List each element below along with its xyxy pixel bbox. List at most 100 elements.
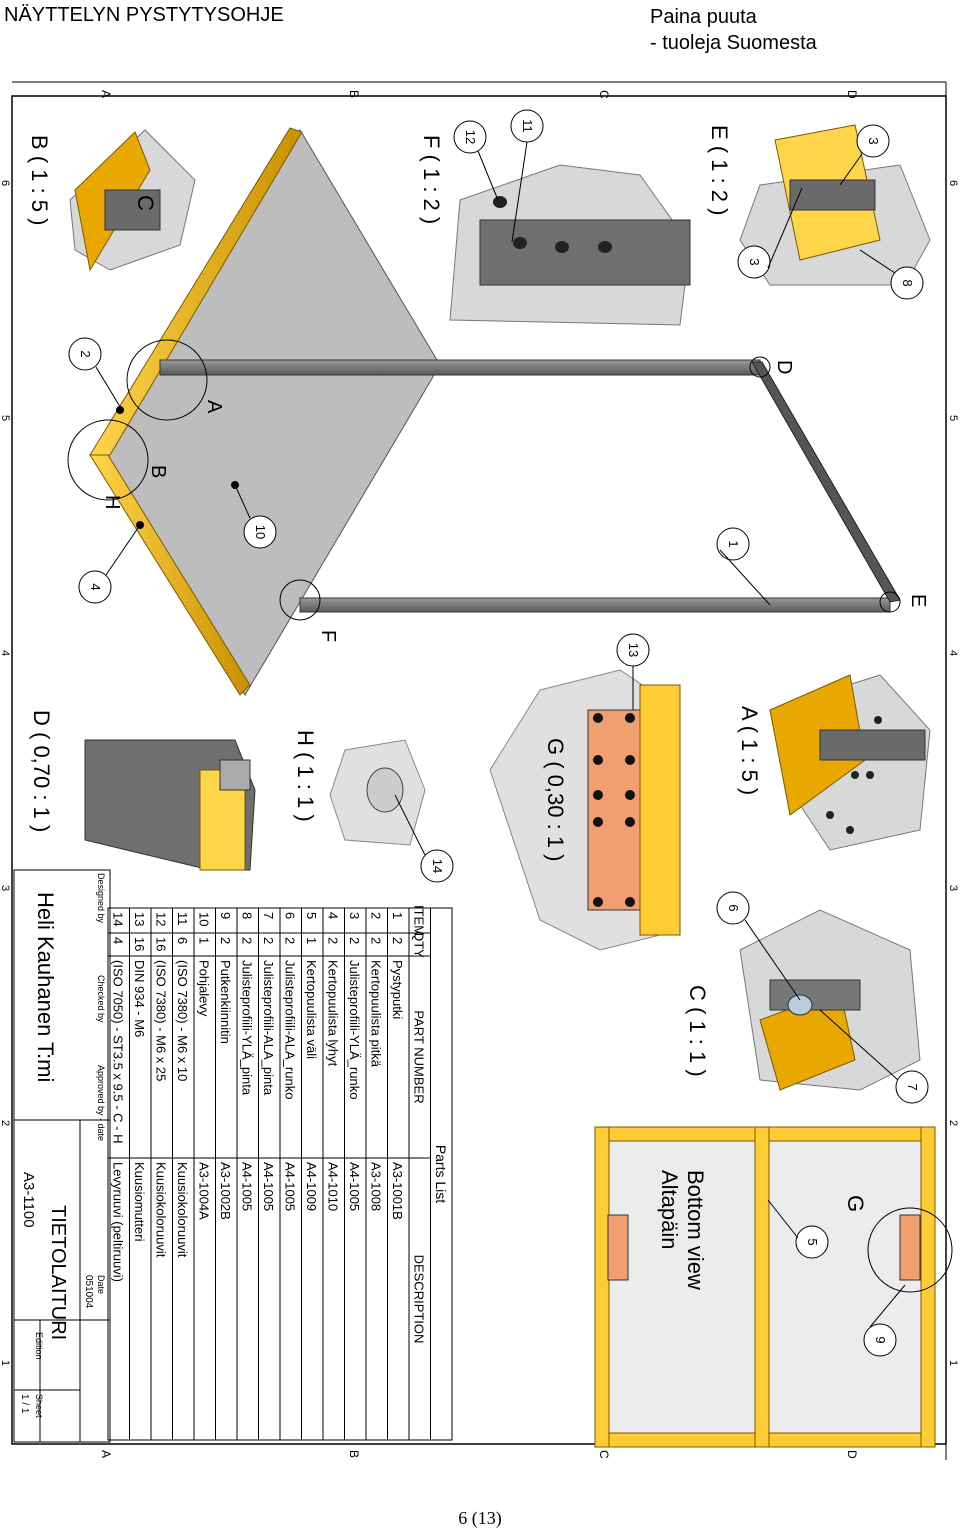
detail-circle-a (126, 339, 208, 421)
view-label-f: F ( 1 : 2 ) (419, 135, 444, 224)
balloons (68, 109, 929, 1357)
header-part-number: PART NUMBER (412, 1010, 427, 1103)
zone-number-3-right: 3 (947, 885, 959, 891)
parts-row-8-description: A4-1005 (240, 1162, 255, 1211)
parts-row-11-qty: 6 (175, 937, 190, 944)
zone-letter-b-bottom: B (347, 1450, 361, 1458)
zone-number-4-left: 4 (0, 650, 11, 656)
designed-by-label: Designed by (96, 873, 106, 924)
parts-row-5-description: A4-1009 (304, 1162, 319, 1211)
parts-row-8-item: 8 (240, 912, 255, 919)
parts-row-14-description: Levyruuvi (peltiruuvi) (111, 1162, 126, 1282)
detail-circle-b (67, 419, 149, 501)
parts-row-10-qty: 1 (197, 937, 212, 944)
marker-d: D (773, 360, 795, 374)
sheet-value: 1 / 1 (19, 1394, 30, 1414)
parts-row-14-part-number: (ISO 7050) - ST3.5 x 9.5 - C - H (111, 960, 126, 1144)
zone-letter-a-top: A (99, 90, 113, 98)
detail-circle-d (749, 356, 771, 378)
zone-letter-b-top: B (347, 90, 361, 98)
balloon-1: 1 (726, 540, 741, 547)
parts-row-12-part-number: (ISO 7380) - M6 x 25 (154, 960, 169, 1081)
parts-row-2-part-number: Kertopuulista pitkä (369, 960, 384, 1068)
parts-row-1-part-number: Pystyputki (390, 960, 405, 1019)
parts-row-13-qty: 16 (132, 937, 147, 951)
parts-row-6-part-number: Julisteprofiili-ALA_runko (283, 960, 298, 1099)
balloon-7: 7 (905, 1083, 920, 1090)
bottom-view-label-fi: Altapäin (657, 1170, 682, 1250)
parts-row-14-item: 14 (111, 912, 126, 926)
parts-row-7-qty: 2 (261, 937, 276, 944)
marker-f: F (317, 630, 339, 642)
parts-row-4-description: A4-1010 (326, 1162, 341, 1211)
zone-number-1-left: 1 (0, 1360, 11, 1366)
view-label-b: B ( 1 : 5 ) (27, 135, 52, 225)
detail-c-view (739, 909, 921, 1091)
parts-row-10-part-number: Pohjalevy (197, 960, 212, 1017)
parts-row-1-item: 1 (390, 912, 405, 919)
detail-a-view (769, 674, 931, 851)
zone-number-5-right: 5 (947, 415, 959, 421)
parts-row-9-part-number: Putkenkiinnitin (218, 960, 233, 1044)
marker-g: G (843, 1195, 868, 1212)
date-value: 051004 (83, 1275, 94, 1309)
zone-number-5-left: 5 (0, 415, 11, 421)
marker-a: A (203, 400, 225, 414)
parts-list-title: Parts List (433, 1145, 449, 1203)
view-label-h: H ( 1 : 1 ) (293, 730, 318, 822)
zone-number-6-left: 6 (0, 180, 11, 186)
marker-c: C (133, 195, 158, 211)
parts-row-11-description: Kuusiokoloruuvit (175, 1162, 190, 1258)
parts-row-13-part-number: DIN 934 - M6 (132, 960, 147, 1037)
balloon-9: 9 (873, 1336, 888, 1343)
marker-b: B (147, 465, 169, 478)
parts-row-4-qty: 2 (326, 937, 341, 944)
bottom-view-label-en: Bottom view (683, 1170, 708, 1290)
main-assembly-view (89, 127, 901, 696)
leader-lines (95, 141, 906, 1328)
poster-profile-top (751, 361, 901, 603)
parts-row-11-part-number: (ISO 7380) - M6 x 10 (175, 960, 190, 1081)
parts-row-7-description: A4-1005 (261, 1162, 276, 1211)
parts-row-6-item: 6 (283, 912, 298, 919)
balloon-14: 14 (430, 859, 445, 873)
parts-row-1-description: A3-1001B (390, 1162, 405, 1220)
approved-by-label: Approved by - date (96, 1065, 106, 1141)
drawing-number: A3-1100 (20, 1172, 37, 1228)
parts-row-1-qty: 2 (390, 937, 405, 944)
balloon-8: 8 (900, 279, 915, 286)
zone-number-4-right: 4 (947, 650, 959, 656)
parts-row-13-description: Kuusiomutteri (132, 1162, 147, 1242)
header-description: DESCRIPTION (412, 1255, 427, 1344)
drawing-title: TIETOLAITURI (47, 1205, 69, 1340)
marker-h: H (101, 495, 123, 509)
detail-f-view (449, 164, 691, 326)
header-item: ITEM (412, 905, 427, 936)
vertical-tube-upper (159, 359, 761, 376)
detail-e-view (739, 124, 931, 286)
zone-number-6-right: 6 (947, 180, 959, 186)
balloon-3a: 3 (866, 137, 881, 144)
detail-h-view (329, 739, 426, 846)
parts-row-8-qty: 2 (240, 937, 255, 944)
balloon-11: 11 (520, 119, 535, 133)
assembly-drawing: A B C D A B C D 6 5 4 3 2 1 6 5 4 3 2 1 … (0, 81, 959, 1460)
balloon-6: 6 (726, 904, 741, 911)
parts-row-14-qty: 4 (111, 937, 126, 944)
parts-row-9-description: A3-1002B (218, 1162, 233, 1220)
parts-row-9-qty: 2 (218, 937, 233, 944)
company-name: Paina puuta (650, 6, 757, 28)
wood-strip-short (89, 454, 251, 696)
detail-d-view (84, 739, 256, 871)
zone-number-1-right: 1 (947, 1360, 959, 1366)
company-slogan: - tuoleja Suomesta (650, 32, 817, 54)
zone-letter-d-top: D (845, 90, 859, 99)
marker-e: E (907, 594, 929, 607)
parts-row-7-item: 7 (261, 912, 276, 919)
zone-letter-d-bottom: D (845, 1450, 859, 1459)
document-title: NÄYTTELYN PYSTYTYSOHJE (4, 4, 284, 26)
parts-row-6-qty: 2 (283, 937, 298, 944)
header-qty: QTY (412, 931, 427, 958)
view-label-d: D ( 0,70 : 1 ) (29, 710, 54, 832)
